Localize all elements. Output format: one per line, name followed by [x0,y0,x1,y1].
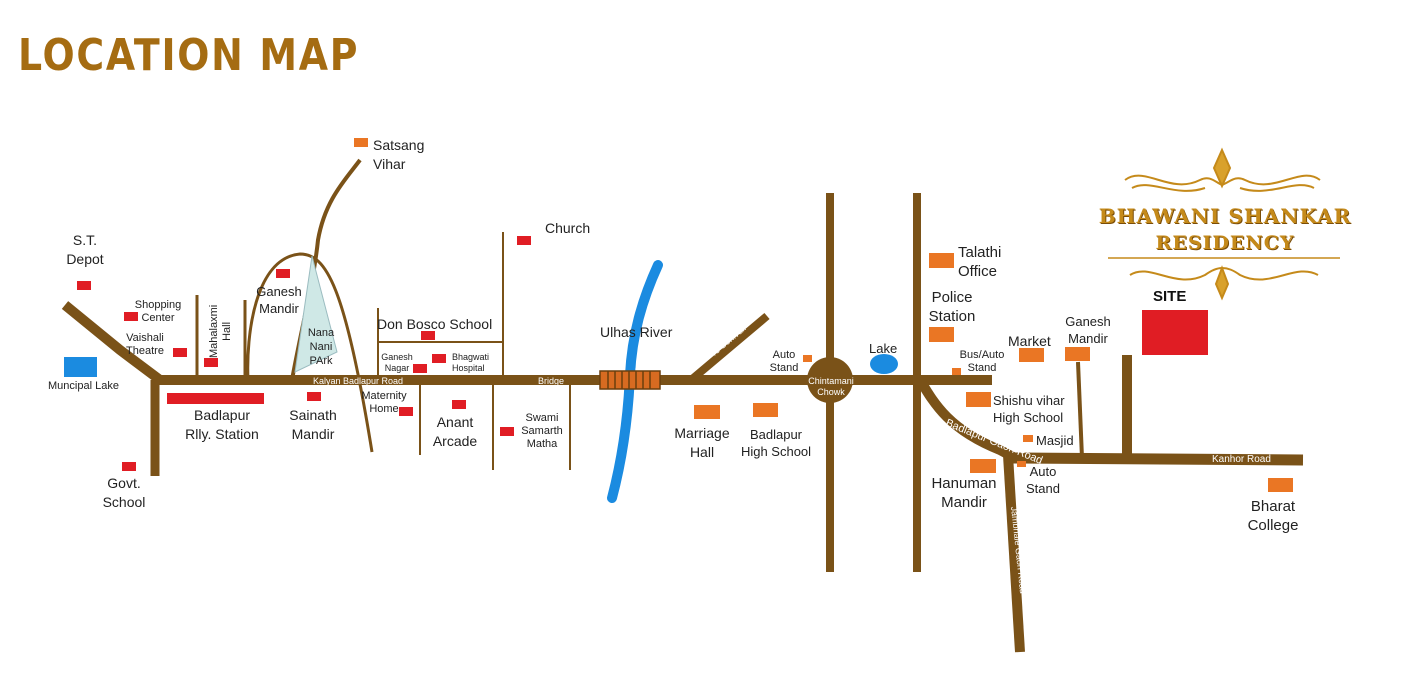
project-brand: BHAWANI SHANKAR RESIDENCY [1098,148,1358,298]
muncipal-lake-marker [64,357,97,377]
label-don-bosco-school: Don Bosco School [377,316,493,332]
chintamani-chowk-circle [807,357,853,403]
label-lake: Lake [869,341,898,356]
kalyan-badlapur-road [61,301,992,385]
orange-markers [354,138,1293,492]
road-label-kalyan-badlapur: Kalyan Badlapur Road [313,376,404,386]
red-markers [77,236,531,471]
label-masjid: Masjid [1036,433,1074,448]
label-govt-school: Govt.School [102,475,146,510]
page-title: LOCATION MAP [18,30,360,81]
road-label-kanhor: Kanhor Road [1212,454,1271,465]
label-st-depot: S.T.Depot [66,232,104,267]
site-marker [1142,310,1208,355]
label-church: Church [545,220,591,236]
label-muncipal-lake: Muncipal Lake [48,380,119,392]
nana-nani-park-area [294,255,338,373]
label-site: SITE [1153,288,1187,305]
brand-name-line1: BHAWANI SHANKAR [1098,204,1352,228]
bridge [599,370,661,390]
road-label-bridge: Bridge [538,376,565,386]
brand-name-line2: RESIDENCY [1155,232,1295,254]
lake-marker [870,354,898,374]
label-market: Market [1008,333,1051,349]
brand-ornament [1108,147,1340,301]
side-roads [150,158,1304,653]
label-ulhas-river: Ulhas River [600,324,673,340]
